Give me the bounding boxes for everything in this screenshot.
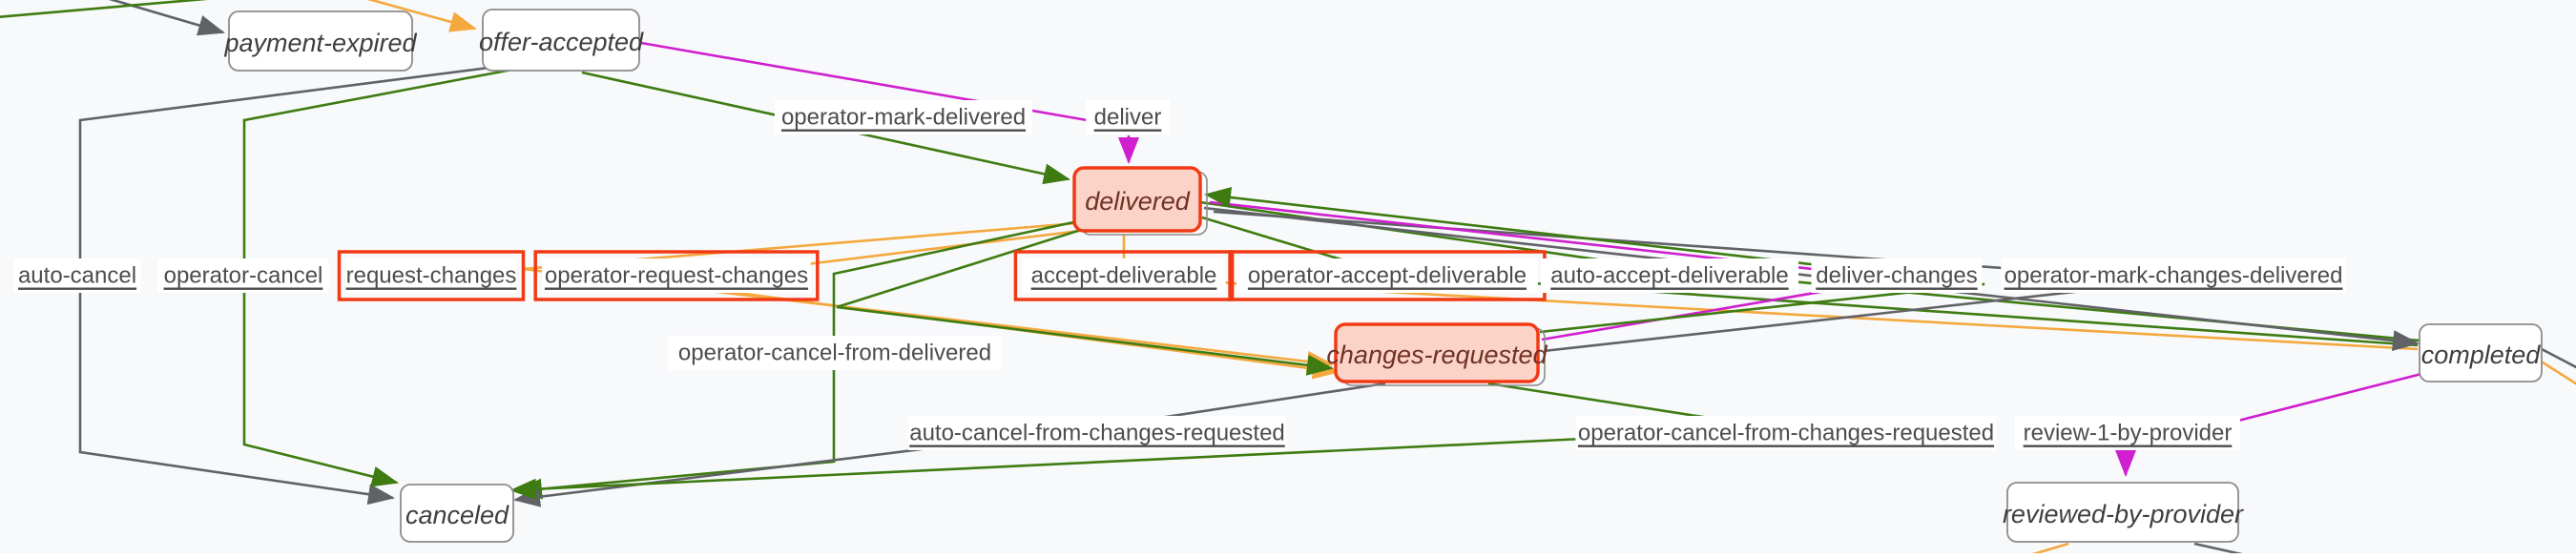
node-box-completed [2419,323,2543,382]
transition-label-request-changes[interactable]: request-changes [346,263,517,289]
node-label-canceled: canceled [405,501,509,529]
label-bg-operator-mark-changes-delivered [2001,258,2346,293]
node-label-completed: completed [2421,341,2542,369]
node-box-canceled [400,484,514,543]
transition-label-accept-deliverable[interactable]: accept-deliverable [1031,263,1217,289]
node-delivered[interactable]: delivered [1072,166,1208,236]
label-bg-operator-cancel-from-delivered [668,336,1002,370]
edge-into-offer-accepted [366,0,477,32]
transition-label-operator-cancel-from-delivered: operator-cancel-from-delivered [678,341,991,366]
label-bg-auto-cancel [13,258,141,293]
edge-deliver-line [640,41,1127,129]
node-canceled[interactable]: canceled [400,484,514,543]
node-box-payment-expired [228,10,413,72]
node-label-delivered: delivered [1085,187,1191,216]
transition-label-operator-cancel[interactable]: operator-cancel [164,263,323,289]
label-bg-auto-cancel-from-changes-requested [908,416,1286,450]
node-reviewed-by-provider[interactable]: reviewed-by-provider [2003,482,2244,543]
edge-completed-out-orange [2539,359,2576,385]
label-bg-deliver [1086,100,1170,134]
highlight-box-request-changes [337,250,526,301]
highlight-box-accept-deliverable [1013,250,1235,301]
label-bg-deliver-changes [1811,258,1983,293]
label-bg-operator-request-changes [542,258,811,293]
transition-label-auto-cancel-from-changes-requested[interactable]: auto-cancel-from-changes-requested [909,421,1285,446]
edge-corner-top-left [0,0,209,18]
transition-label-operator-request-changes[interactable]: operator-request-changes [545,263,808,289]
label-bg-operator-cancel [157,258,329,293]
transition-label-deliver-changes[interactable]: deliver-changes [1816,263,1977,289]
node-box-changes-requested [1334,322,1540,383]
nodes-layer: payment-expired offer-accepted delivered ch… [223,9,2543,543]
label-bg-auto-accept-deliverable [1540,258,1799,293]
node-changes-requested[interactable]: changes-requested [1326,322,1548,386]
node-label-changes-requested: changes-requested [1326,341,1548,369]
transition-label-auto-cancel[interactable]: auto-cancel [18,263,136,289]
node-box-reviewed-by-provider [2006,482,2239,543]
node-label-reviewed-by-provider: reviewed-by-provider [2003,500,2244,528]
transition-label-auto-accept-deliverable[interactable]: auto-accept-deliverable [1550,263,1788,289]
edge-delivered-to-changes-requested [836,227,1334,376]
label-bg-accept-deliverable [1022,258,1226,293]
edge-delivered-to-completed [1203,206,2420,352]
node-payment-expired[interactable]: payment-expired [223,10,418,72]
transition-label-operator-accept-deliverable[interactable]: operator-accept-deliverable [1248,263,1527,289]
node-completed[interactable]: completed [2419,323,2543,382]
label-bg-operator-accept-deliverable [1236,258,1538,293]
highlight-box-operator-request-changes [533,250,820,301]
edge-changes-requested-to-delivered [1204,187,1985,334]
transition-label-operator-mark-delivered[interactable]: operator-mark-delivered [781,105,1026,131]
edge-review-1-line [2233,372,2422,424]
transition-label-review-1-by-provider[interactable]: review-1-by-provider [2024,421,2233,446]
label-bg-operator-mark-delivered [774,100,1033,134]
node-label-payment-expired: payment-expired [223,29,417,57]
node-offer-accepted[interactable]: offer-accepted [479,9,644,72]
transition-labels-layer: operator-mark-delivered deliver auto-cance… [13,100,2346,450]
node-box-offer-accepted [482,9,640,72]
transition-label-deliver[interactable]: deliver [1094,105,1162,131]
transition-label-operator-mark-changes-delivered[interactable]: operator-mark-changes-delivered [2005,263,2343,289]
label-bg-operator-cancel-from-changes-requested [1575,416,1997,450]
label-bg-review-1-by-provider [2015,416,2240,450]
transition-label-operator-cancel-from-changes-requested[interactable]: operator-cancel-from-changes-requested [1578,421,1994,446]
node-box-delivered [1072,166,1202,233]
label-bg-request-changes [345,258,517,293]
node-label-offer-accepted: offer-accepted [479,28,644,56]
edge-into-payment-expired [108,0,225,36]
edge-completed-out-gray [2541,347,2576,369]
